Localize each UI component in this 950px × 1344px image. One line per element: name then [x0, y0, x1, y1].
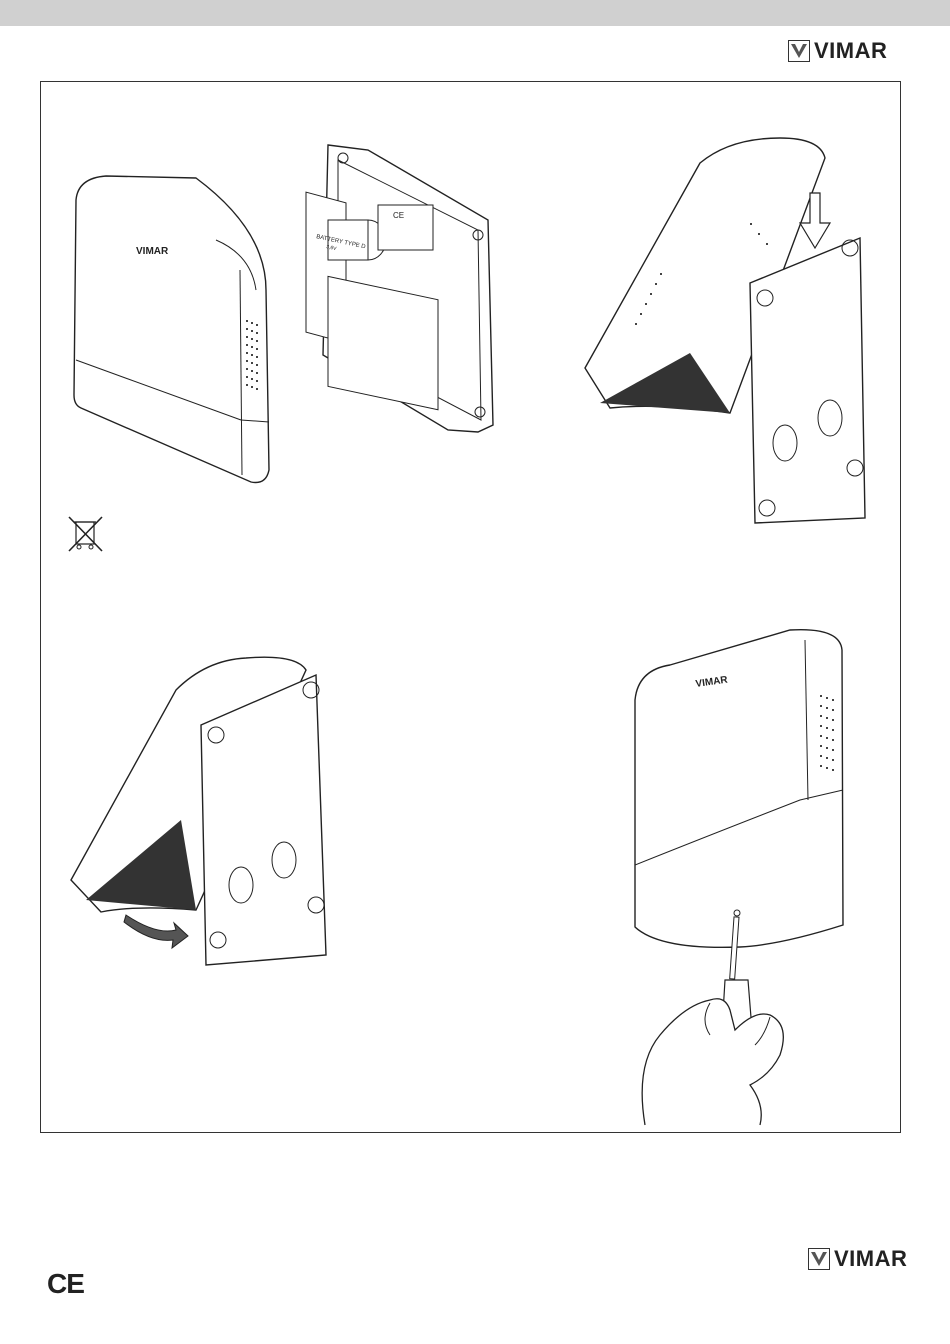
- disposal-symbol: [64, 514, 108, 554]
- svg-text:CE: CE: [393, 211, 404, 220]
- header-band: [0, 0, 950, 26]
- cover-rotate-closing-step: [66, 640, 346, 970]
- brand-name-footer: VIMAR: [834, 1246, 907, 1272]
- device-front-view: VIMAR: [66, 170, 276, 490]
- ce-mark: CE: [47, 1268, 84, 1300]
- header-logo: VIMAR: [788, 38, 887, 64]
- screw-fastening-step: VIMAR: [630, 625, 850, 1130]
- brand-name: VIMAR: [814, 38, 887, 64]
- device-open-with-battery: CE BATTERY TYPE D 3,6V: [298, 140, 498, 440]
- device-brand-label: VIMAR: [136, 246, 169, 257]
- vimar-logo-icon: [808, 1248, 830, 1270]
- cover-slide-on-step: [580, 133, 880, 533]
- footer-logo: VIMAR: [808, 1246, 907, 1272]
- vimar-logo-icon: [788, 40, 810, 62]
